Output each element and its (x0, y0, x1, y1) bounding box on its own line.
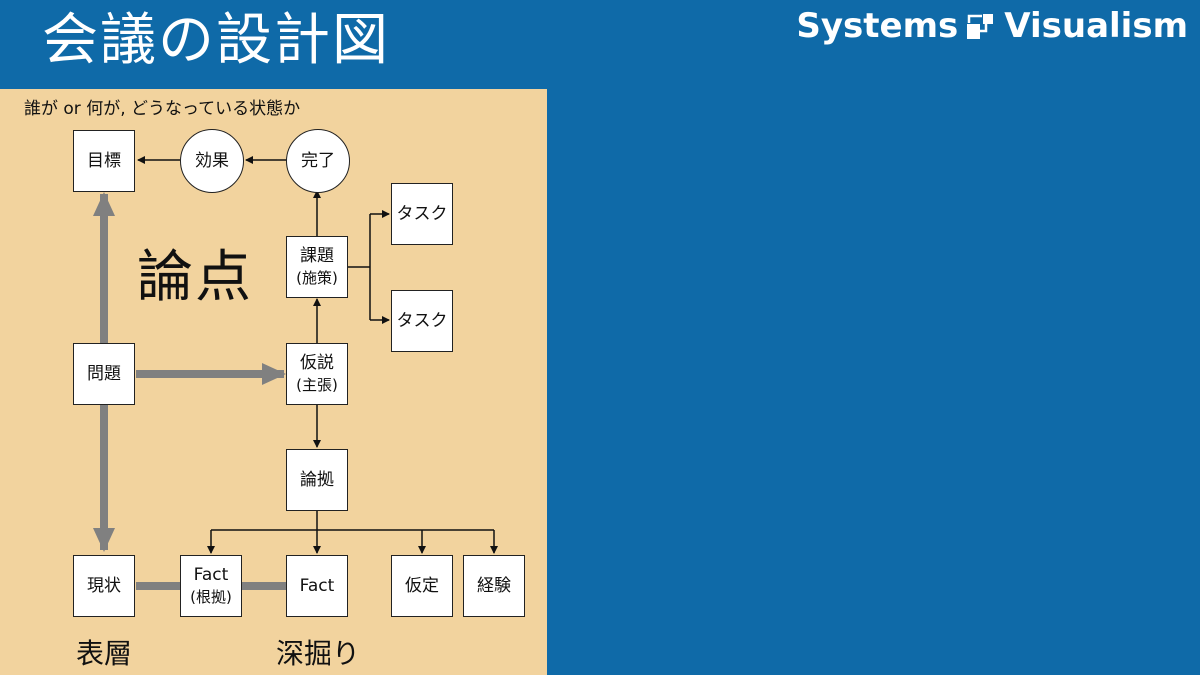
node-completion-label: 完了 (301, 151, 335, 171)
node-grounds: 論拠 (286, 449, 348, 511)
node-task-1: タスク (391, 183, 453, 245)
node-current-state-label: 現状 (87, 576, 121, 596)
node-hypothesis: 仮説 (主張) (286, 343, 348, 405)
node-grounds-label: 論拠 (300, 470, 334, 490)
node-hypothesis-label: 仮説 (300, 353, 334, 373)
node-goal: 目標 (73, 130, 135, 192)
tree-grounds-to-evidence (211, 510, 494, 531)
node-problem-label: 問題 (87, 364, 121, 384)
node-issue-sublabel: (施策) (296, 269, 338, 287)
page-title: 会議の設計図 (42, 8, 390, 73)
node-task-2: タスク (391, 290, 453, 352)
node-effect: 効果 (180, 129, 244, 193)
node-fact-1-label: Fact (193, 565, 229, 585)
node-goal-label: 目標 (87, 151, 121, 171)
node-problem: 問題 (73, 343, 135, 405)
node-fact-1: Fact (根拠) (180, 555, 242, 617)
brand-logo: Systems Visualism (796, 6, 1188, 46)
node-completion: 完了 (286, 129, 350, 193)
node-experience-label: 経験 (477, 576, 511, 596)
node-assumption: 仮定 (391, 555, 453, 617)
label-deep-dive: 深掘り (276, 637, 361, 670)
node-task-2-label: タスク (396, 311, 448, 331)
node-current-state: 現状 (73, 555, 135, 617)
node-issue-label: 課題 (300, 246, 334, 266)
node-fact-2-label: Fact (299, 576, 335, 596)
node-hypothesis-sublabel: (主張) (296, 376, 338, 394)
node-fact-2: Fact (286, 555, 348, 617)
node-assumption-label: 仮定 (405, 576, 439, 596)
node-experience: 経験 (463, 555, 525, 617)
label-ronten: 論点 (137, 245, 253, 310)
systems-visualism-logo-icon (967, 14, 994, 39)
node-issue: 課題 (施策) (286, 236, 348, 298)
node-effect-label: 効果 (195, 151, 229, 171)
logo-text-systems: Systems (796, 6, 959, 46)
label-surface: 表層 (76, 637, 133, 670)
logo-text-visualism: Visualism (1004, 6, 1188, 46)
fork-issue-to-tasks (348, 214, 371, 320)
node-task-1-label: タスク (396, 204, 448, 224)
panel-subtitle: 誰が or 何が, どうなっている状態か (24, 99, 301, 119)
node-fact-1-sublabel: (根拠) (190, 588, 232, 606)
